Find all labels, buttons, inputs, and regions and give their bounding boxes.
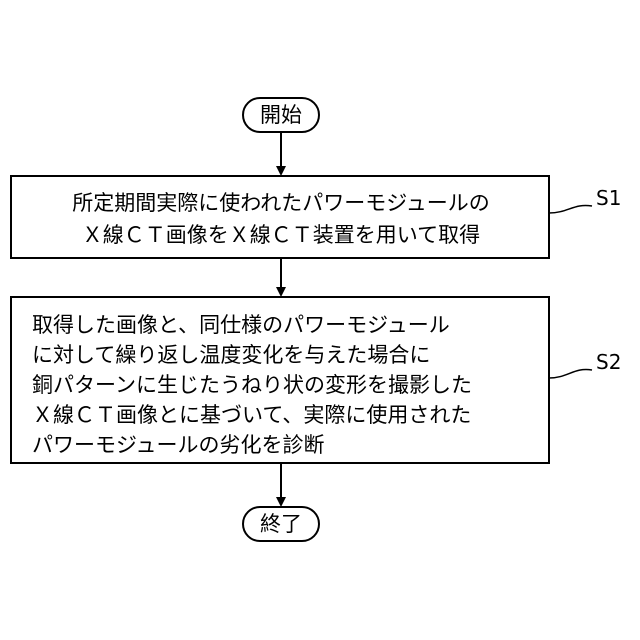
step-s2-line-2: に対して繰り返し温度変化を与えた場合に: [32, 343, 430, 367]
step-s2-line-4: Ｘ線ＣＴ画像とに基づいて、実際に使用された: [32, 403, 471, 427]
step-s2-line-5: パワーモジュールの劣化を診断: [32, 433, 325, 457]
start-label: 開始: [260, 103, 302, 127]
step-s2-id-label: S2: [596, 350, 621, 374]
step-s1-line-1: 所定期間実際に使われたパワーモジュールの: [72, 191, 489, 215]
process-step-s1: 所定期間実際に使われたパワーモジュールの Ｘ線ＣＴ画像をＸ線ＣＴ装置を用いて取得: [11, 176, 549, 258]
step-s1-line-2: Ｘ線ＣＴ画像をＸ線ＣＴ装置を用いて取得: [82, 223, 480, 247]
step-s1-id-label: S1: [596, 186, 621, 210]
step-s2-line-1: 取得した画像と、同仕様のパワーモジュール: [32, 313, 450, 337]
step-s1-leader: [549, 205, 592, 213]
end-terminal: 終了: [243, 507, 319, 541]
start-terminal: 開始: [243, 98, 319, 132]
step-s2-line-3: 銅パターンに生じたうねり状の変形を撮影した: [32, 373, 472, 397]
process-step-s2: 取得した画像と、同仕様のパワーモジュール に対して繰り返し温度変化を与えた場合に…: [11, 297, 549, 463]
step-s2-leader: [549, 369, 592, 378]
end-label: 終了: [260, 512, 302, 536]
